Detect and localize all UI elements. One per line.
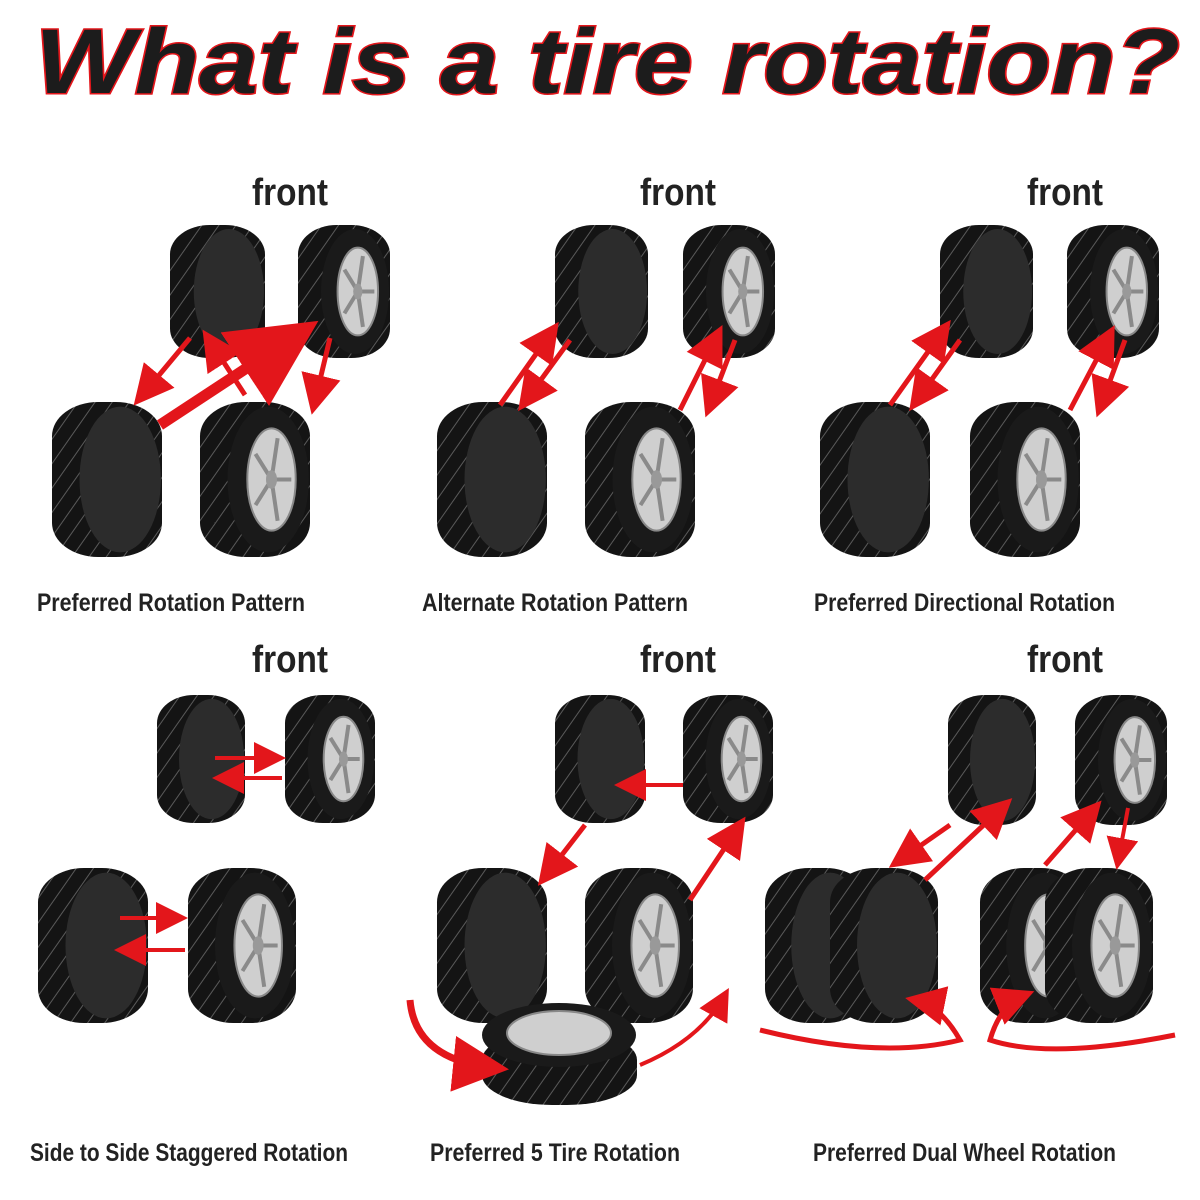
front-label: front xyxy=(1027,172,1103,214)
front-label: front xyxy=(252,639,328,681)
caption-preferred-rotation: Preferred Rotation Pattern xyxy=(37,589,305,617)
tire-inner-side xyxy=(555,225,648,358)
tire-with-rim xyxy=(200,402,310,557)
tire-inner-side xyxy=(555,695,645,823)
rotation-arrow xyxy=(677,325,723,412)
tire-with-rim xyxy=(1075,695,1167,825)
rim-hub xyxy=(649,936,661,955)
tire-with-rim xyxy=(285,695,375,823)
rotation-arrow xyxy=(887,319,951,407)
page-title: What is a tire rotation? xyxy=(35,11,1180,113)
rim-hub xyxy=(353,283,363,300)
tire-inner-side xyxy=(940,225,1033,358)
rotation-arrow xyxy=(518,338,573,412)
rotation-arrow xyxy=(537,823,587,886)
tire-with-rim xyxy=(1045,868,1153,1023)
tire-sidewall xyxy=(857,872,937,1019)
caption-five-tire: Preferred 5 Tire Rotation xyxy=(430,1139,680,1167)
tire-inner-side xyxy=(948,695,1036,825)
rim-hub xyxy=(737,751,746,767)
spare-tire xyxy=(482,1003,637,1105)
caption-alternate-rotation: Alternate Rotation Pattern xyxy=(422,589,688,617)
front-label: front xyxy=(640,639,716,681)
tire-sidewall xyxy=(578,228,648,355)
tire-sidewall xyxy=(464,406,546,553)
caption-dual-wheel: Preferred Dual Wheel Rotation xyxy=(813,1139,1116,1167)
curved-rotation-arrow xyxy=(986,987,1176,1052)
tire-sidewall xyxy=(65,872,147,1019)
curved-rotation-arrow xyxy=(406,999,509,1092)
wheel-rim xyxy=(506,1010,612,1056)
tire-sidewall xyxy=(577,698,645,820)
rotation-arrow xyxy=(701,339,739,418)
tire-inner-side xyxy=(437,868,547,1023)
rotation-arrow xyxy=(1091,339,1130,418)
tire-sidewall xyxy=(847,406,929,553)
tires xyxy=(38,225,1167,1105)
arrows xyxy=(114,319,1176,1092)
rim-hub xyxy=(738,283,748,300)
rim-hub xyxy=(1130,752,1140,768)
tire-inner-side xyxy=(820,402,930,557)
tire-sidewall xyxy=(970,698,1036,822)
tire-sidewall xyxy=(79,406,161,553)
rim-hub xyxy=(1036,470,1047,489)
tire-with-rim xyxy=(1067,225,1159,358)
rotation-arrow xyxy=(301,337,341,415)
rotation-arrow xyxy=(687,816,746,902)
rotation-arrow xyxy=(1043,800,1102,867)
tire-with-rim xyxy=(683,695,773,823)
rim-hub xyxy=(1109,936,1121,955)
rim-hub xyxy=(252,936,264,955)
tire-sidewall xyxy=(963,228,1033,355)
tire-inner-side xyxy=(38,868,148,1023)
caption-directional-rotation: Preferred Directional Rotation xyxy=(814,589,1115,617)
tire-with-rim xyxy=(585,402,695,557)
tire-sidewall xyxy=(193,228,265,355)
rotation-arrow xyxy=(923,798,1013,882)
rim-hub xyxy=(266,470,277,489)
rim-hub xyxy=(1122,283,1132,300)
caption-side-to-side: Side to Side Staggered Rotation xyxy=(30,1139,348,1167)
rotation-arrow xyxy=(497,321,559,407)
curved-rotation-arrow xyxy=(759,986,964,1051)
tire-with-rim xyxy=(970,402,1080,557)
front-label: front xyxy=(252,172,328,214)
rotation-arrow xyxy=(1106,807,1139,870)
tire-with-rim xyxy=(188,868,296,1023)
rotation-arrow xyxy=(909,338,963,412)
curved-rotation-arrow xyxy=(639,988,729,1067)
rotation-arrow xyxy=(888,822,952,868)
tire-with-rim xyxy=(298,225,390,358)
tire-with-rim xyxy=(585,868,693,1023)
front-label: front xyxy=(640,172,716,214)
tire-with-rim xyxy=(683,225,775,358)
tire-inner-side xyxy=(170,225,265,358)
rotation-arrow xyxy=(1067,325,1115,412)
rim-hub xyxy=(339,751,348,767)
tire-inner-side xyxy=(437,402,547,557)
tire-inner-side xyxy=(830,868,938,1023)
rim-hub xyxy=(651,470,662,489)
tire-inner-side xyxy=(52,402,162,557)
front-label: front xyxy=(1027,639,1103,681)
rotation-arrow xyxy=(133,336,192,406)
tire-sidewall xyxy=(464,872,546,1019)
rotation-arrow xyxy=(156,320,319,430)
